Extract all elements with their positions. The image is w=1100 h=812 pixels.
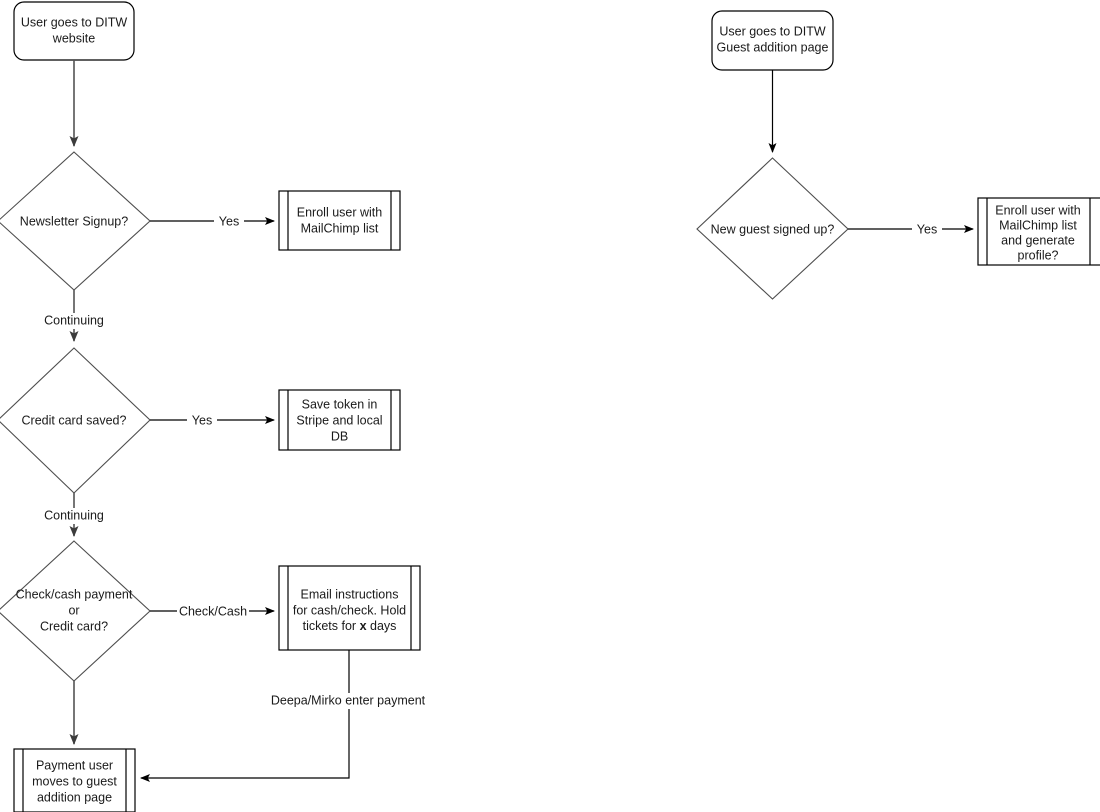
- node-start-website[interactable]: User goes to DITW website: [13, 1, 135, 61]
- edge-label-bg-deepa-mirko: [270, 693, 426, 709]
- node-enroll-generate-profile[interactable]: Enroll user with MailChimp list and gene…: [977, 197, 1100, 266]
- edge-deepa-mirko: [140, 650, 350, 782]
- save-token-line-1: Save token in: [302, 397, 378, 411]
- edge-label-bg-credit-card-yes: [187, 412, 217, 428]
- node-save-token[interactable]: Save token in Stripe and local DB: [278, 389, 401, 451]
- edge-label-deepa-mirko: Deepa/Mirko enter payment: [271, 693, 426, 707]
- payment-user-moves-line-3: addition page: [37, 790, 112, 804]
- edge-label-bg-newsletter-yes: [214, 213, 244, 229]
- email-instructions-line-3-post: days: [367, 619, 397, 633]
- enroll-generate-profile-line-2: MailChimp list: [999, 218, 1077, 232]
- edge-label-bg-credit-card-continuing: [40, 508, 108, 524]
- newsletter-decision-label: Newsletter Signup?: [20, 214, 128, 228]
- email-instructions-bold-x: x: [360, 619, 367, 633]
- node-payment-user-moves[interactable]: Payment user moves to guest addition pag…: [13, 748, 136, 812]
- edge-label-bg-new-guest-yes: [912, 221, 942, 237]
- email-instructions-shape: [278, 565, 421, 651]
- node-start-guest-page[interactable]: User goes to DITW Guest addition page: [711, 10, 834, 71]
- new-guest-decision-shape: [696, 157, 849, 300]
- edge-label-credit-card-yes: Yes: [192, 413, 212, 427]
- start-website-line-2: website: [52, 31, 95, 45]
- payment-type-line-3: Credit card?: [40, 619, 108, 633]
- enroll-generate-profile-shape: [977, 197, 1100, 266]
- edge-label-newsletter-continuing: Continuing: [44, 313, 104, 327]
- new-guest-decision-label: New guest signed up?: [711, 222, 835, 236]
- payment-type-line-1: Check/cash payment: [16, 587, 133, 601]
- edge-label-newsletter-yes: Yes: [219, 214, 239, 228]
- save-token-line-2: Stripe and local: [296, 413, 382, 427]
- payment-user-moves-shape: [13, 748, 136, 812]
- enroll-generate-profile-line-4: profile?: [1018, 248, 1059, 262]
- node-payment-type-decision[interactable]: Check/cash payment or Credit card?: [0, 540, 151, 682]
- node-newsletter-decision[interactable]: Newsletter Signup?: [0, 151, 151, 291]
- payment-type-line-2: or: [68, 603, 79, 617]
- edge-label-bg-newsletter-continuing: [40, 313, 108, 329]
- enroll-generate-profile-line-3: and generate: [1001, 233, 1075, 247]
- edge-label-bg-payment-check-cash: [177, 603, 249, 619]
- start-guest-page-line-2: Guest addition page: [717, 40, 829, 54]
- payment-user-moves-line-2: moves to guest: [32, 774, 117, 788]
- node-new-guest-decision[interactable]: New guest signed up?: [696, 157, 849, 300]
- node-email-instructions[interactable]: Email instructions for cash/check. Hold …: [278, 565, 421, 651]
- node-enroll-mailchimp[interactable]: Enroll user with MailChimp list: [278, 190, 401, 251]
- edge-label-credit-card-continuing: Continuing: [44, 508, 104, 522]
- payment-user-moves-line-1: Payment user: [36, 758, 113, 772]
- start-website-line-1: User goes to DITW: [21, 15, 127, 29]
- edge-label-payment-check-cash: Check/Cash: [179, 604, 247, 618]
- enroll-generate-profile-line-1: Enroll user with: [995, 203, 1080, 217]
- email-instructions-line-3: tickets for x days: [303, 619, 397, 633]
- credit-card-decision-label: Credit card saved?: [22, 413, 127, 427]
- email-instructions-line-3-pre: tickets for: [303, 619, 360, 633]
- node-credit-card-decision[interactable]: Credit card saved?: [0, 347, 151, 494]
- start-guest-page-line-1: User goes to DITW: [719, 24, 825, 38]
- email-instructions-line-1: Email instructions: [301, 587, 399, 601]
- edge-label-new-guest-yes: Yes: [917, 222, 937, 236]
- save-token-line-3: DB: [331, 429, 348, 443]
- save-token-shape: [278, 389, 401, 451]
- enroll-mailchimp-line-1: Enroll user with: [297, 205, 382, 219]
- email-instructions-line-2: for cash/check. Hold: [293, 603, 406, 617]
- enroll-mailchimp-line-2: MailChimp list: [301, 221, 379, 235]
- enroll-mailchimp-shape: [278, 190, 401, 251]
